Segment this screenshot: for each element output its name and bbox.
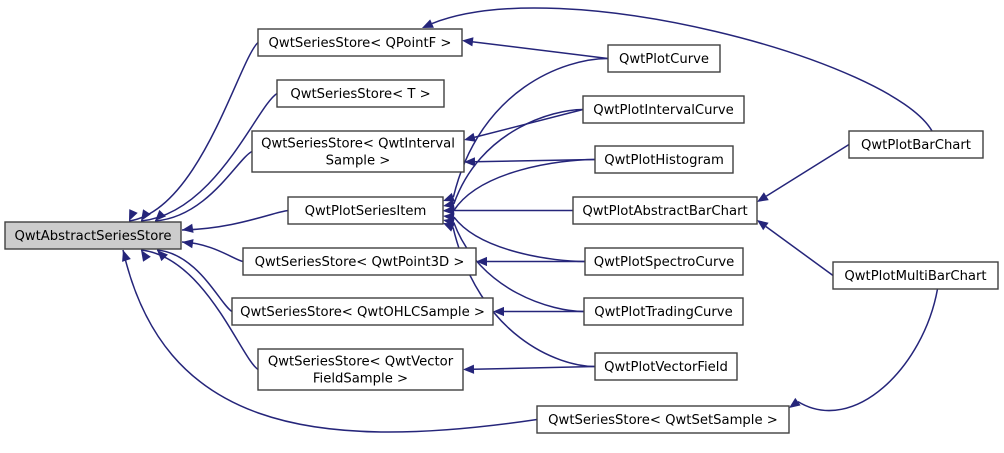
class-node-ss_qpointf[interactable]: QwtSeriesStore< QPointF > (257, 28, 463, 57)
inheritance-arrowhead (462, 37, 474, 47)
class-node-label: QwtPlotSeriesItem (305, 204, 427, 219)
class-node-label: QwtSeriesStore< QwtVector (268, 354, 454, 369)
edge-layer (122, 7, 939, 433)
inheritance-arrowhead (443, 223, 455, 232)
class-node-box (584, 247, 744, 276)
inheritance-arrowhead (155, 209, 166, 221)
edge-ss_t-to-root (140, 92, 278, 222)
class-node-plotmultibar[interactable]: QwtPlotMultiBarChart (832, 261, 999, 290)
class-node-box (242, 247, 477, 276)
class-node-box (848, 130, 984, 159)
class-node-plotspectro[interactable]: QwtPlotSpectroCurve (584, 247, 744, 276)
edge-plotintervalcurve-to-plotseriesitem (453, 108, 584, 205)
inheritance-arrowhead (789, 397, 801, 408)
inheritance-arrowhead (443, 199, 455, 209)
inheritance-arrowhead (122, 250, 131, 262)
class-node-ss_ohlc[interactable]: QwtSeriesStore< QwtOHLCSample > (231, 297, 494, 326)
edge-plotbarchart-to-plotabstractbar (765, 143, 850, 197)
edge-plottrading-to-plotseriesitem (453, 222, 585, 313)
class-node-box (231, 297, 494, 326)
inheritance-arrowhead (141, 209, 151, 221)
inheritance-arrowhead (757, 192, 769, 202)
class-node-label: QwtPlotAbstractBarChart (582, 204, 747, 219)
class-node-label: QwtSeriesStore< QPointF > (269, 36, 452, 51)
inheritance-arrowhead (443, 205, 455, 215)
class-node-box (536, 405, 790, 434)
edge-plotvectorfield-to-ss_vectorfield (472, 365, 596, 371)
class-node-ss_point3d[interactable]: QwtSeriesStore< QwtPoint3D > (242, 247, 477, 276)
edge-plotmultibar-to-plotabstractbar (765, 225, 834, 277)
class-node-label: QwtPlotMultiBarChart (844, 269, 986, 284)
class-node-ss_t[interactable]: QwtSeriesStore< T > (276, 79, 445, 108)
class-node-ss_setsample[interactable]: QwtSeriesStore< QwtSetSample > (536, 405, 790, 434)
inheritance-arrowhead (493, 306, 504, 317)
inheritance-arrowhead (464, 157, 476, 167)
class-node-plotabstractbar[interactable]: QwtPlotAbstractBarChart (572, 196, 758, 225)
edge-plotbarchart-to-ss_qpointf (431, 7, 933, 132)
class-node-plottrading[interactable]: QwtPlotTradingCurve (583, 297, 744, 326)
class-node-box (251, 130, 465, 173)
class-node-box (594, 352, 738, 381)
class-node-box (832, 261, 999, 290)
edge-ss_interval-to-root (154, 150, 253, 222)
edge-ss_ohlc-to-root (156, 249, 233, 313)
edge-plothistogram-to-plotseriesitem (453, 158, 596, 211)
class-node-label: QwtPlotBarChart (861, 138, 971, 153)
class-node-label: QwtSeriesStore< T > (290, 87, 430, 102)
class-node-label: QwtPlotTradingCurve (594, 305, 732, 320)
class-node-box (257, 28, 463, 57)
inheritance-arrowhead (141, 250, 151, 262)
class-node-plotbarchart[interactable]: QwtPlotBarChart (848, 130, 984, 159)
class-node-plotvectorfield[interactable]: QwtPlotVectorField (594, 352, 738, 381)
class-node-label: QwtPlotSpectroCurve (594, 255, 735, 270)
edge-plotcurve-to-ss_qpointf (471, 40, 609, 60)
class-node-box (594, 145, 734, 174)
inheritance-arrowhead (464, 132, 476, 142)
class-node-box (607, 44, 721, 73)
class-node-box (582, 95, 745, 124)
edge-plotspectro-to-plotseriesitem (453, 216, 586, 263)
edge-plotseriesitem-to-root (181, 209, 289, 231)
inheritance-arrowhead (463, 364, 475, 374)
class-node-box (287, 196, 444, 225)
class-node-label: QwtPlotCurve (619, 52, 709, 67)
edge-plotmultibar-to-ss_setsample (797, 288, 939, 412)
class-node-label: QwtSeriesStore< QwtOHLCSample > (240, 305, 485, 320)
class-node-plothistogram[interactable]: QwtPlotHistogram (594, 145, 734, 174)
inheritance-arrowhead (182, 239, 194, 249)
class-node-label: QwtPlotIntervalCurve (593, 103, 734, 118)
class-node-plotseriesitem[interactable]: QwtPlotSeriesItem (287, 196, 444, 225)
class-node-root[interactable]: QwtAbstractSeriesStore (4, 221, 182, 250)
class-node-label: QwtSeriesStore< QwtPoint3D > (255, 255, 465, 270)
class-node-box (583, 297, 744, 326)
inheritance-arrowhead (129, 209, 138, 221)
inheritance-arrowhead (476, 256, 487, 267)
inheritance-arrowhead (443, 192, 455, 202)
class-node-plotcurve[interactable]: QwtPlotCurve (607, 44, 721, 73)
inheritance-arrowhead (182, 223, 194, 233)
inheritance-arrowhead (757, 220, 769, 231)
class-node-label: FieldSample > (313, 372, 408, 387)
class-node-label: QwtPlotVectorField (604, 360, 728, 375)
class-node-box (257, 348, 464, 391)
edge-ss_vectorfield-to-root (140, 249, 259, 371)
class-node-label: QwtSeriesStore< QwtInterval (261, 136, 455, 151)
class-node-label: Sample > (326, 154, 391, 169)
edge-plotcurve-to-plotseriesitem (452, 57, 609, 198)
class-node-box (572, 196, 758, 225)
edge-ss_setsample-to-root (122, 249, 538, 433)
class-node-plotintervalcurve[interactable]: QwtPlotIntervalCurve (582, 95, 745, 124)
edge-ss_qpointf-to-root (128, 41, 259, 222)
class-node-box (276, 79, 445, 108)
class-node-label: QwtAbstractSeriesStore (14, 229, 171, 244)
inheritance-arrowhead (422, 19, 434, 28)
class-node-label: QwtSeriesStore< QwtSetSample > (548, 413, 778, 428)
class-node-label: QwtPlotHistogram (604, 153, 724, 168)
node-layer: QwtAbstractSeriesStore QwtSeriesStore< QP… (4, 28, 999, 434)
class-node-box (4, 221, 182, 250)
